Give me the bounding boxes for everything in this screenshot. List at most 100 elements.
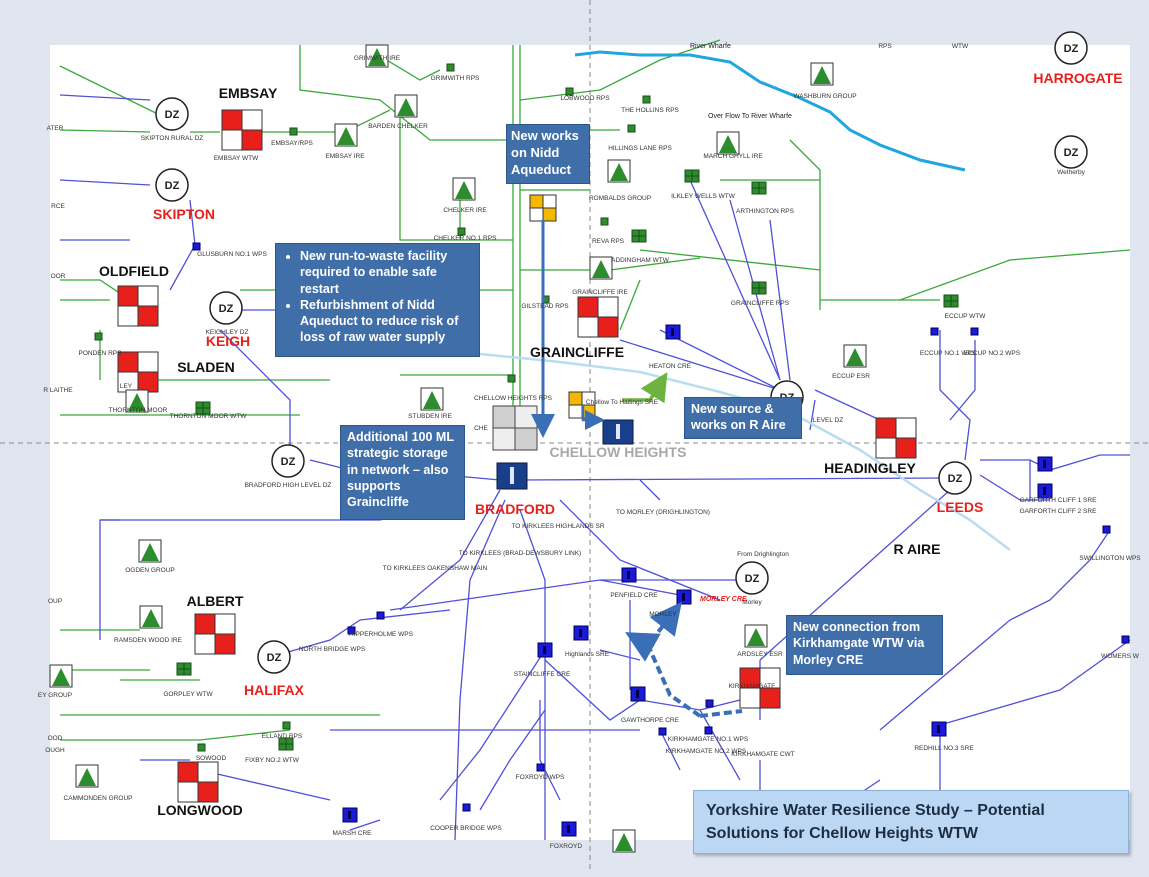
callout-strategic-storage: Additional 100 ML strategic storage in n… bbox=[340, 425, 465, 520]
callout-nidd-works: New works on Nidd Aqueduct bbox=[506, 124, 590, 184]
network-label: MARCH GHYLL IRE bbox=[703, 153, 763, 160]
network-label: CAMMONDEN GROUP bbox=[64, 795, 133, 802]
network-label: TO KIRKLEES HIGHLANDS SR bbox=[511, 523, 604, 530]
network-label: EMBSAY/RPS bbox=[271, 140, 313, 147]
network-label: LEY bbox=[120, 383, 133, 390]
network-label: KIRKHAMGATE NO.1 WPS bbox=[668, 736, 749, 743]
place-label: LEEDS bbox=[937, 499, 984, 515]
network-label: SWILLINGTON WPS bbox=[1079, 555, 1141, 562]
network-label: KEIGHLEY DZ bbox=[206, 329, 249, 336]
network-label: FOXROYD WPS bbox=[516, 774, 565, 781]
network-label: ARDSLEY ESR bbox=[737, 651, 783, 658]
network-label: BRADFORD HIGH LEVEL DZ bbox=[245, 482, 332, 489]
callout-aire-source-text: New source & works on R Aire bbox=[691, 402, 786, 433]
network-label: OOR bbox=[51, 273, 66, 280]
network-label: LOBWOOD RPS bbox=[560, 95, 610, 102]
dz-label: DZ bbox=[1064, 147, 1079, 159]
morley-cre-label: MORLEY CRE bbox=[700, 596, 747, 603]
network-label: GARFORTH CLIFF 1 SRE bbox=[1020, 497, 1097, 504]
network-label: FIXBY NO.2 WTW bbox=[245, 757, 300, 764]
network-label: TO KIRKLEES (BRAD-DEWSBURY LINK) bbox=[459, 550, 581, 557]
network-label: ELLAND RPS bbox=[262, 733, 303, 740]
network-label: THORNTON MOOR WTW bbox=[170, 413, 248, 420]
network-label: GLUSBURN NO.1 WPS bbox=[197, 251, 267, 258]
network-label: ECCUP NO.1 WPS bbox=[920, 350, 977, 357]
network-label: CHELKER IRE bbox=[443, 207, 487, 214]
dz-label: DZ bbox=[948, 473, 963, 485]
network-label: KIRKHAMGATE CWT bbox=[731, 751, 794, 758]
network-label: LEVEL DZ bbox=[813, 417, 843, 424]
network-label: CHE bbox=[474, 425, 488, 432]
network-label: Wetherby bbox=[1057, 169, 1085, 176]
bradford-storage-symbol bbox=[496, 462, 528, 490]
network-label: SOWOOD bbox=[196, 755, 227, 762]
river-label: River Wharfe bbox=[690, 43, 731, 50]
network-label: ATER bbox=[47, 125, 64, 132]
callout-run-to-waste: New run-to-waste facility required to en… bbox=[275, 243, 480, 357]
aire-works-symbol bbox=[602, 419, 634, 445]
network-label: ECCUP NO.2 WPS bbox=[964, 350, 1021, 357]
network-label: KIRKHAMGATE NO.2 WPS bbox=[666, 748, 747, 755]
network-label: GRAINCLIFFE IRE bbox=[572, 289, 628, 296]
place-label: GRAINCLIFFE bbox=[530, 344, 624, 360]
network-label: OOD bbox=[48, 735, 63, 742]
callout-run-to-waste-item: New run-to-waste facility required to en… bbox=[300, 248, 473, 297]
network-label: BARDEN CHELKER bbox=[368, 123, 428, 130]
network-label: Morley bbox=[742, 599, 762, 606]
network-label: R LAITHE bbox=[43, 387, 73, 394]
network-label: GARFORTH CLIFF 2 SRE bbox=[1020, 508, 1097, 515]
place-label: R AIRE bbox=[894, 541, 941, 557]
dz-label: DZ bbox=[165, 109, 180, 121]
network-label: GRIMWITH IRE bbox=[354, 55, 401, 62]
place-label: HALIFAX bbox=[244, 682, 305, 698]
chellow-heights-plant-grey bbox=[492, 405, 538, 451]
place-label: HARROGATE bbox=[1033, 70, 1122, 86]
network-label: HILLINGS LANE RPS bbox=[608, 145, 672, 152]
place-label: EMBSAY bbox=[219, 85, 278, 101]
place-label: OLDFIELD bbox=[99, 263, 169, 279]
callout-kirkhamgate-connection-text: New connection from Kirkhamgate WTW via … bbox=[793, 620, 925, 667]
callout-run-to-waste-list: New run-to-waste facility required to en… bbox=[282, 248, 473, 346]
network-label: PENFIELD CRE bbox=[610, 592, 658, 599]
network-label: GORPLEY WTW bbox=[163, 691, 213, 698]
place-label: LONGWOOD bbox=[157, 802, 243, 818]
dz-label: DZ bbox=[1064, 43, 1079, 55]
place-label: HEADINGLEY bbox=[824, 460, 916, 476]
network-label: GILSTEAD RPS bbox=[521, 303, 569, 310]
network-label: GRIMWITH RPS bbox=[431, 75, 480, 82]
kirkhamgate-connection-arrow bbox=[645, 601, 702, 718]
dz-label: DZ bbox=[267, 652, 282, 664]
network-label: WTW bbox=[952, 43, 969, 50]
network-label: OUP bbox=[48, 598, 62, 605]
network-label: NORTH BRIDGE WPS bbox=[299, 646, 366, 653]
river-wharfe bbox=[574, 50, 966, 172]
network-label: ECCUP ESR bbox=[832, 373, 870, 380]
callout-strategic-storage-text: Additional 100 ML strategic storage in n… bbox=[347, 430, 454, 509]
network-label: STUBDEN IRE bbox=[408, 413, 452, 420]
blue-pipes bbox=[59, 94, 1131, 841]
callout-nidd-works-text: New works on Nidd Aqueduct bbox=[511, 128, 579, 177]
network-label: EMBSAY IRE bbox=[325, 153, 365, 160]
network-label: MORLEY bbox=[649, 611, 677, 618]
network-label: EMBSAY WTW bbox=[214, 155, 259, 162]
network-label: CHELLOW HEIGHTS RPS bbox=[474, 395, 553, 402]
network-label: MARSH CRE bbox=[332, 830, 372, 837]
network-label: Highlands SRE bbox=[565, 651, 610, 658]
network-label: ECCUP WTW bbox=[945, 313, 987, 320]
network-label: ILKLEY WELLS WTW bbox=[671, 193, 736, 200]
network-label: RPS bbox=[878, 43, 892, 50]
network-label: OGDEN GROUP bbox=[125, 567, 174, 574]
dz-label: DZ bbox=[281, 456, 296, 468]
chellow-heights-label: CHELLOW HEIGHTS bbox=[550, 444, 687, 460]
network-label: HIPPERHOLME WPS bbox=[349, 631, 414, 638]
network-label: WASHBURN GROUP bbox=[793, 93, 856, 100]
network-label: PONDEN RPS bbox=[79, 350, 123, 357]
place-label: SLADEN bbox=[177, 359, 235, 375]
network-label: FOXROYD bbox=[550, 843, 582, 850]
network-label: WOMERS W bbox=[1101, 653, 1140, 660]
network-label: CHELKER NO.1 RPS bbox=[434, 235, 498, 242]
place-label: KEIGH bbox=[206, 333, 250, 349]
place-label: BRADFORD bbox=[475, 501, 555, 517]
network-label: TO MORLEY (DRIGHLINGTON) bbox=[616, 509, 710, 516]
